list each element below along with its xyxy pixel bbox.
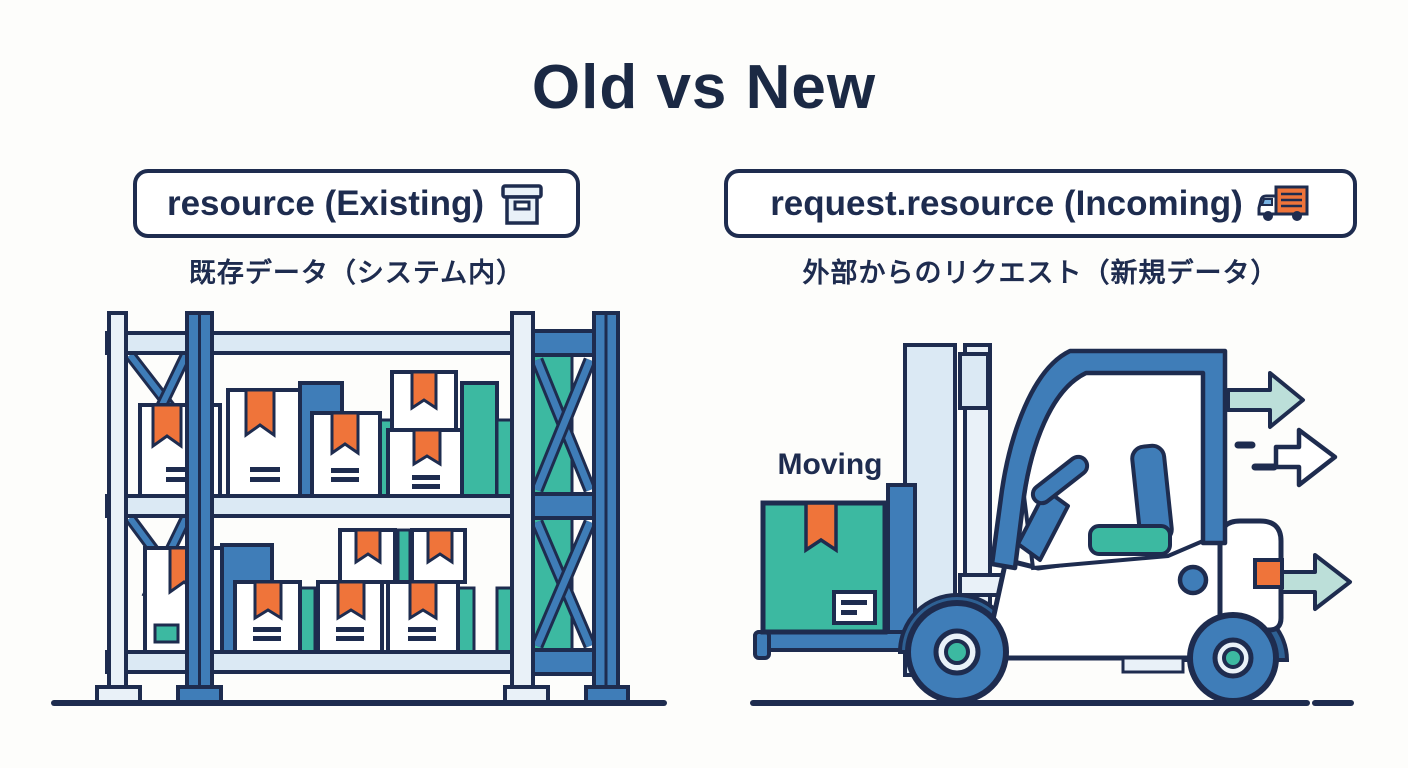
steering-wheel: [1016, 454, 1090, 562]
forklift-illustration: [750, 343, 1354, 706]
moving-box: [760, 500, 888, 635]
shelf-boxes-top: [138, 370, 514, 498]
warehouse-shelf-illustration: [51, 311, 667, 706]
left-subtitle: 既存データ（システム内）: [188, 258, 525, 288]
box-ribbon: [804, 501, 838, 554]
box-label: [832, 590, 877, 625]
tail-light: [1253, 558, 1284, 589]
flow-arrow-bottom-icon: [1276, 553, 1352, 611]
flow-arrow-top-icon: [1226, 371, 1305, 429]
right-subtitle: 外部からのリクエスト（新規データ）: [802, 258, 1279, 288]
resource-badge-label: resource (Existing): [166, 183, 485, 223]
archive-box-icon: [501, 183, 543, 225]
rear-wheel: [1187, 612, 1279, 704]
step-plate: [1121, 656, 1185, 674]
request-resource-badge: request.resource (Incoming): [724, 169, 1357, 238]
page-title: Old vs New: [531, 53, 877, 122]
cab-frame: [989, 348, 1228, 571]
resource-badge: resource (Existing): [133, 169, 580, 238]
flow-arrow-middle-icon: [1234, 427, 1338, 488]
forklift-seat: [1088, 443, 1174, 556]
moving-label: Moving: [777, 448, 883, 481]
front-wheel: [905, 600, 1009, 704]
request-resource-badge-label: request.resource (Incoming): [770, 183, 1243, 223]
fuel-cap: [1177, 564, 1209, 596]
delivery-truck-icon: [1257, 185, 1309, 221]
shelf-frame: [95, 311, 630, 704]
shelf-boxes-bottom: [143, 528, 514, 654]
